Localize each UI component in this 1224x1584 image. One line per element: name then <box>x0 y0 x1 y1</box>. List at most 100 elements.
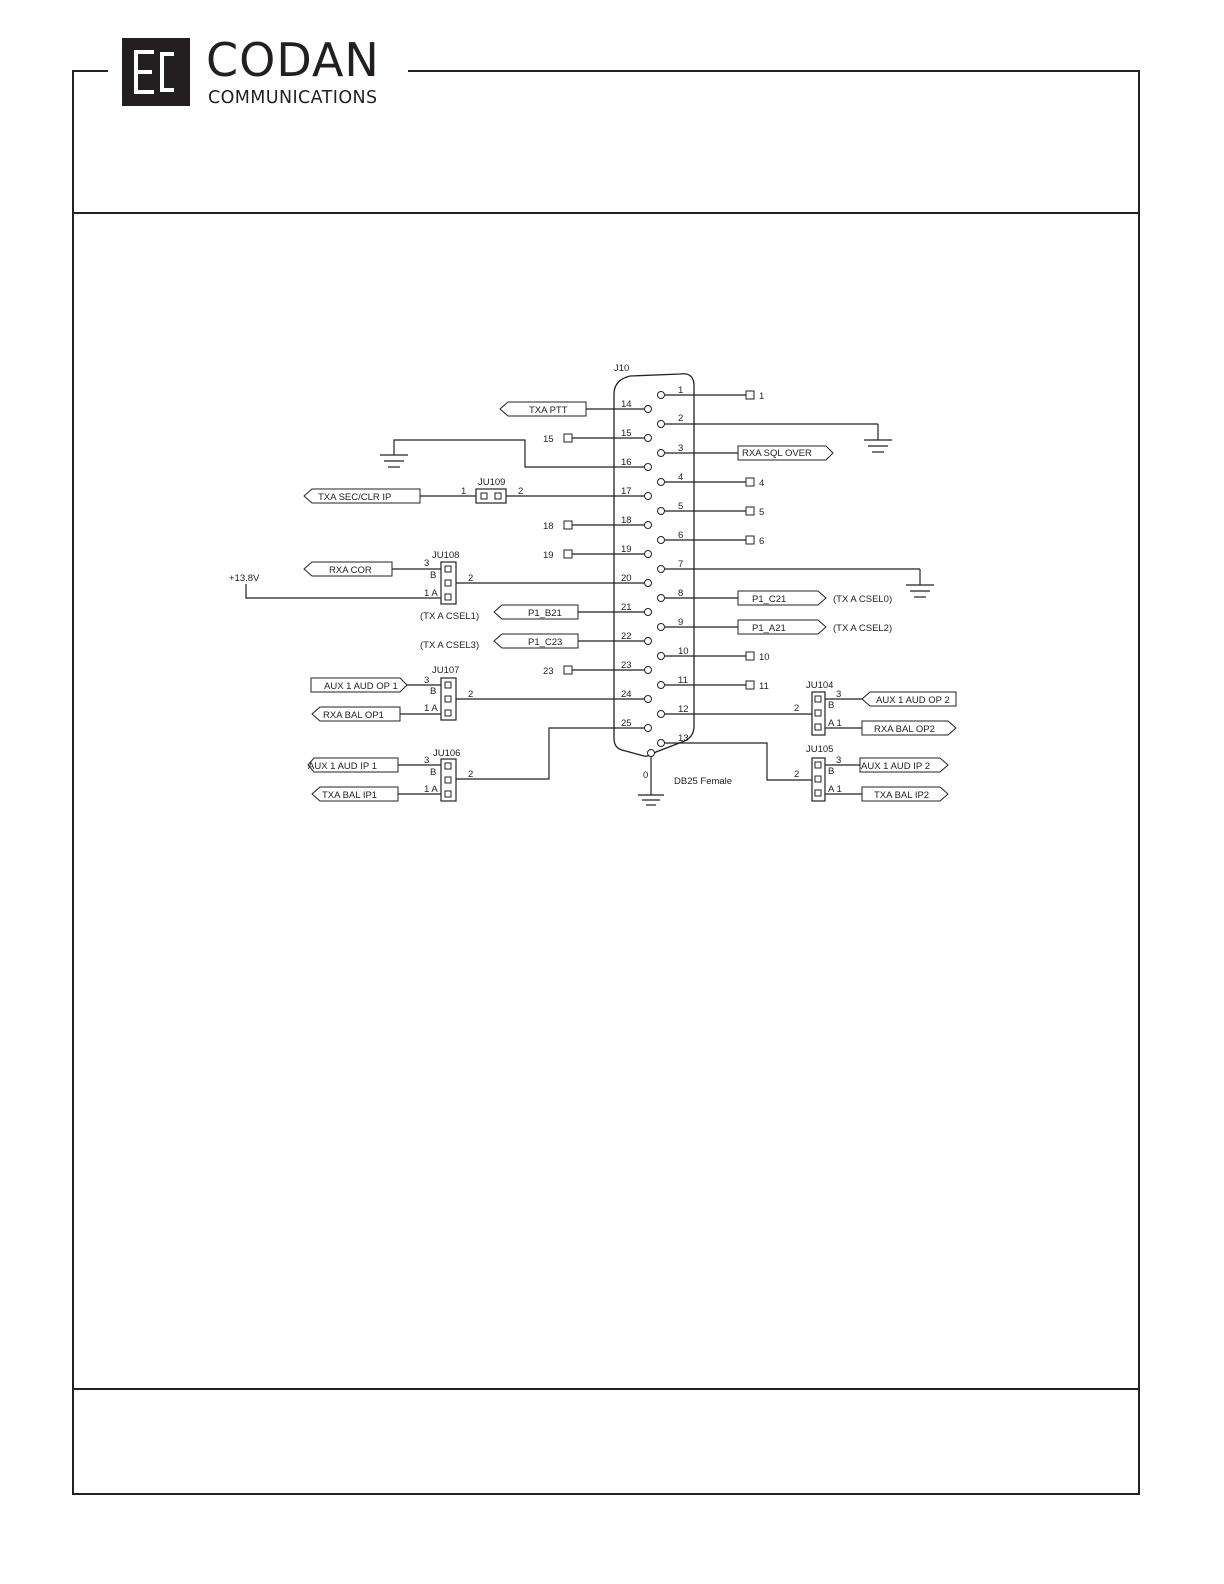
note-tx-a-csel2: (TX A CSEL2) <box>833 623 892 634</box>
ju108-ref: JU108 <box>432 550 459 561</box>
test-point-6-label: 6 <box>759 536 764 547</box>
jumper-ju106: JU106 3 B 2 1 A AUX 1 AUD IP 1 TXA BAL I… <box>307 748 473 802</box>
pin-19: 19 19 <box>543 544 652 561</box>
ju108-pin3: 3 <box>424 558 429 569</box>
net-p1-b21: P1_B21 <box>528 608 562 619</box>
net-txa-bal-ip2: TXA BAL IP2 <box>874 790 929 801</box>
net-rxa-sql-over: RXA SQL OVER <box>742 448 812 459</box>
shell-pin-label: 0 <box>643 770 648 781</box>
ju106-b: B <box>430 767 436 778</box>
pin-24-label: 24 <box>621 689 632 700</box>
net-aux1-aud-ip1: AUX 1 AUD IP 1 <box>308 761 377 772</box>
pin-20-label: 20 <box>621 573 632 584</box>
test-point-18-label: 18 <box>543 521 554 532</box>
pin-7: 7 <box>657 559 934 598</box>
net-aux1-aud-ip2: AUX 1 AUD IP 2 <box>861 761 930 772</box>
pin-5: 5 5 <box>657 501 764 518</box>
pin-1: 1 1 <box>657 385 764 402</box>
pin-18-label: 18 <box>621 515 632 526</box>
ec-logo-mark <box>122 38 190 106</box>
jumper-ju109: JU109 1 2 TXA SEC/CLR IP <box>303 477 523 504</box>
pin-2-label: 2 <box>678 413 683 424</box>
note-tx-a-csel3: (TX A CSEL3) <box>420 640 479 651</box>
ju107-ref: JU107 <box>432 665 459 676</box>
net-p1-c23: P1_C23 <box>528 637 562 648</box>
net-rxa-cor: RXA COR <box>329 565 372 576</box>
note-tx-a-csel0: (TX A CSEL0) <box>833 594 892 605</box>
pin-17-label: 17 <box>621 486 632 497</box>
net-txa-ptt: TXA PTT <box>529 405 568 416</box>
pin-3-label: 3 <box>678 443 683 454</box>
ju104-ref: JU104 <box>806 680 833 691</box>
shell-ground: 0 <box>638 749 664 806</box>
ju108-pin2: 2 <box>468 573 473 584</box>
pin-7-label: 7 <box>678 559 683 570</box>
pin-14-label: 14 <box>621 399 632 410</box>
jumper-ju105: JU105 3 B 2 A 1 AUX 1 AUD IP 2 TXA BAL I… <box>794 744 949 802</box>
pin-15-label: 15 <box>621 428 632 439</box>
jumper-ju108: JU108 3 B 2 1 A RXA COR +13.8V <box>229 550 473 605</box>
pin-10: 10 10 <box>657 646 770 663</box>
pin-1-label: 1 <box>678 385 683 396</box>
ju104-pin2: 2 <box>794 703 799 714</box>
page-frame <box>72 70 1140 1495</box>
pin-22-label: 22 <box>621 631 632 642</box>
pin-16-label: 16 <box>621 457 632 468</box>
ju106-pin3: 3 <box>424 755 429 766</box>
footer-divider <box>72 1388 1140 1390</box>
net-txa-sec-clr-ip: TXA SEC/CLR IP <box>318 492 391 503</box>
net-txa-bal-ip1: TXA BAL IP1 <box>322 790 377 801</box>
pin-4-label: 4 <box>678 472 683 483</box>
ju105-pin2: 2 <box>794 769 799 780</box>
ju105-pin3: 3 <box>836 755 841 766</box>
pin-12-label: 12 <box>678 704 689 715</box>
net-p1-c21: P1_C21 <box>752 594 786 605</box>
ju106-pin2: 2 <box>468 769 473 780</box>
ju109-pin1: 1 <box>461 486 466 497</box>
ju104-b: B <box>828 700 834 711</box>
pin-10-label: 10 <box>678 646 689 657</box>
pin-24: 24 <box>456 689 652 703</box>
pin-14: 14 TXA PTT <box>499 399 652 417</box>
pin-4: 4 4 <box>657 472 764 489</box>
net-rxa-bal-op2: RXA BAL OP2 <box>874 724 935 735</box>
test-point-23-label: 23 <box>543 666 554 677</box>
pin-25: 25 <box>456 718 652 780</box>
pin-9-label: 9 <box>678 617 683 628</box>
test-point-15-label: 15 <box>543 434 554 445</box>
ju108-b: B <box>430 570 436 581</box>
ju104-a1: A 1 <box>828 718 842 729</box>
test-point-1-label: 1 <box>759 391 764 402</box>
ju107-a1: 1 A <box>424 703 438 714</box>
pin-11-label: 11 <box>678 675 688 686</box>
ju109-ref: JU109 <box>478 477 505 488</box>
test-point-5-label: 5 <box>759 507 764 518</box>
pin-6: 6 6 <box>657 530 764 547</box>
test-point-10-label: 10 <box>759 652 770 663</box>
pin-8-label: 8 <box>678 588 683 599</box>
pin-20: 20 <box>456 573 652 587</box>
pin-17: 17 <box>506 486 652 500</box>
pin-21-label: 21 <box>621 602 632 613</box>
ju106-a1: 1 A <box>424 784 438 795</box>
pin-25-label: 25 <box>621 718 632 729</box>
ju106-ref: JU106 <box>433 748 460 759</box>
connector-designator: J10 <box>614 363 629 374</box>
pin-15: 15 15 <box>543 428 652 445</box>
pin-18: 18 18 <box>543 515 652 532</box>
supply-13v8: +13.8V <box>229 573 260 584</box>
ju109-pin2: 2 <box>518 486 523 497</box>
test-point-19-label: 19 <box>543 550 554 561</box>
ju105-b: B <box>828 766 834 777</box>
pin-23-label: 23 <box>621 660 632 671</box>
ju107-pin2: 2 <box>468 689 473 700</box>
ju107-b: B <box>430 686 436 697</box>
note-tx-a-csel1: (TX A CSEL1) <box>420 611 479 622</box>
net-aux1-aud-op2: AUX 1 AUD OP 2 <box>876 695 950 706</box>
pin-21: 21 P1_B21 (TX A CSEL1) <box>420 602 652 622</box>
pin-19-label: 19 <box>621 544 632 555</box>
ju104-pin3: 3 <box>836 689 841 700</box>
pin-5-label: 5 <box>678 501 683 512</box>
connector-type-label: DB25 Female <box>674 776 732 787</box>
